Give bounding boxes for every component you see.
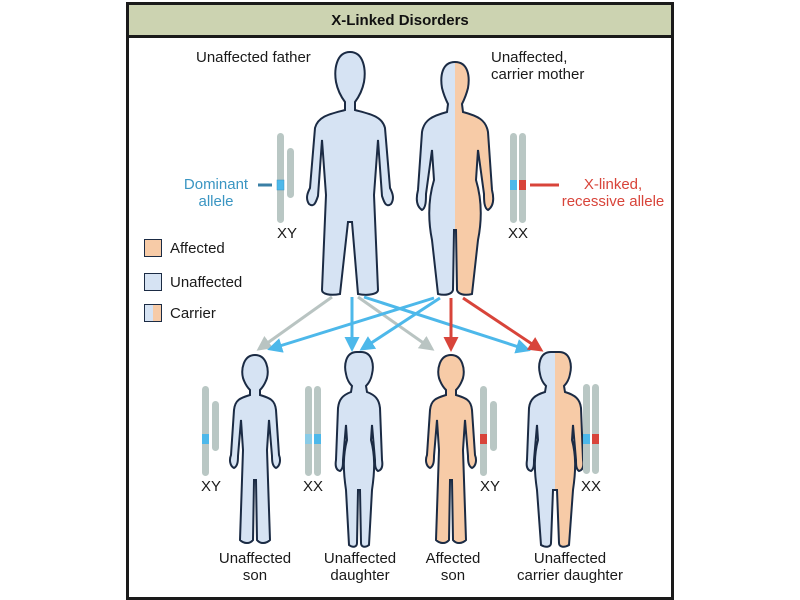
x-chromosome [583,384,590,474]
legend-item-affected: Affected [144,239,225,257]
arrow-mother-xr-to-carrier-daughter [462,296,544,352]
dominant-allele-marker [202,434,209,444]
dominant-allele-label-line1: Dominant [183,176,249,193]
diagram-title: X-Linked Disorders [129,5,671,38]
x-chromosome [202,386,209,476]
mother-label-line2: carrier mother [491,66,585,83]
mother-label-line1: Unaffected, [491,49,568,66]
child-unaffected-daughter-figure [334,351,384,548]
dominant-allele-marker [276,179,285,191]
child-1-genotype: XY [201,478,222,495]
recessive-allele-marker [592,434,599,444]
child-4-caption-line1: Unaffected [533,550,607,567]
father-genotype: XY [277,225,298,242]
diagram-frame: X-Linked Disorders [126,2,674,600]
dominant-allele-marker [510,180,517,190]
child-3-chromosomes [480,386,497,476]
father-figure [306,50,394,296]
recessive-allele-label-line2: recessive allele [561,193,665,210]
legend-item-carrier: Carrier [144,304,216,322]
child-2-genotype: XX [303,478,324,495]
dominant-allele-marker [314,434,321,444]
carrier-swatch [144,304,162,322]
child-3-genotype: XY [480,478,501,495]
x-chromosome [519,133,526,223]
child-4-chromosomes [583,384,599,474]
arrow-father-x-to-carrier-daughter [363,295,531,354]
x-chromosome [314,386,321,476]
dominant-allele-marker [305,434,312,444]
mother-figure [415,60,495,296]
dominant-allele-label-line2: allele [198,193,234,210]
child-2-chromosomes [305,386,321,476]
mother-genotype: XX [508,225,529,242]
y-chromosome [287,148,294,198]
x-chromosome [480,386,487,476]
father-chromosomes [258,133,294,223]
legend-label: Affected [170,239,225,257]
recessive-allele-label-line1: X-linked, [583,176,643,193]
y-chromosome [212,401,219,451]
child-affected-son-figure [425,353,477,544]
y-chromosome [490,401,497,451]
arrow-father-y-to-affected-son [357,295,435,351]
dominant-allele-marker [583,434,590,444]
x-chromosome [305,386,312,476]
legend-label: Unaffected [170,273,243,291]
child-3-caption-line1: Affected [425,550,481,567]
child-2-caption-line2: daughter [330,567,390,584]
affected-swatch [144,239,162,257]
father-label: Unaffected father [196,49,311,66]
recessive-allele-marker [519,180,526,190]
child-unaffected-son-figure [229,353,281,544]
child-1-caption-line2: son [242,567,268,584]
child-4-genotype: XX [581,478,602,495]
child-3-caption-line2: son [440,567,466,584]
mother-chromosomes [510,133,559,223]
child-1-chromosomes [202,386,219,476]
unaffected-swatch [144,273,162,291]
child-4-caption-line2: carrier daughter [517,567,623,584]
x-chromosome [592,384,599,474]
child-2-caption-line1: Unaffected [323,550,397,567]
legend-label: Carrier [170,304,216,322]
arrow-mother-x-to-daughter [359,296,441,351]
x-chromosome [277,133,284,223]
arrow-mother-x-to-son [267,296,435,353]
x-chromosome [510,133,517,223]
inheritance-arrows [256,295,544,354]
recessive-allele-marker [480,434,487,444]
child-1-caption-line1: Unaffected [218,550,292,567]
child-carrier-daughter-figure [525,351,585,548]
legend-item-unaffected: Unaffected [144,273,242,291]
